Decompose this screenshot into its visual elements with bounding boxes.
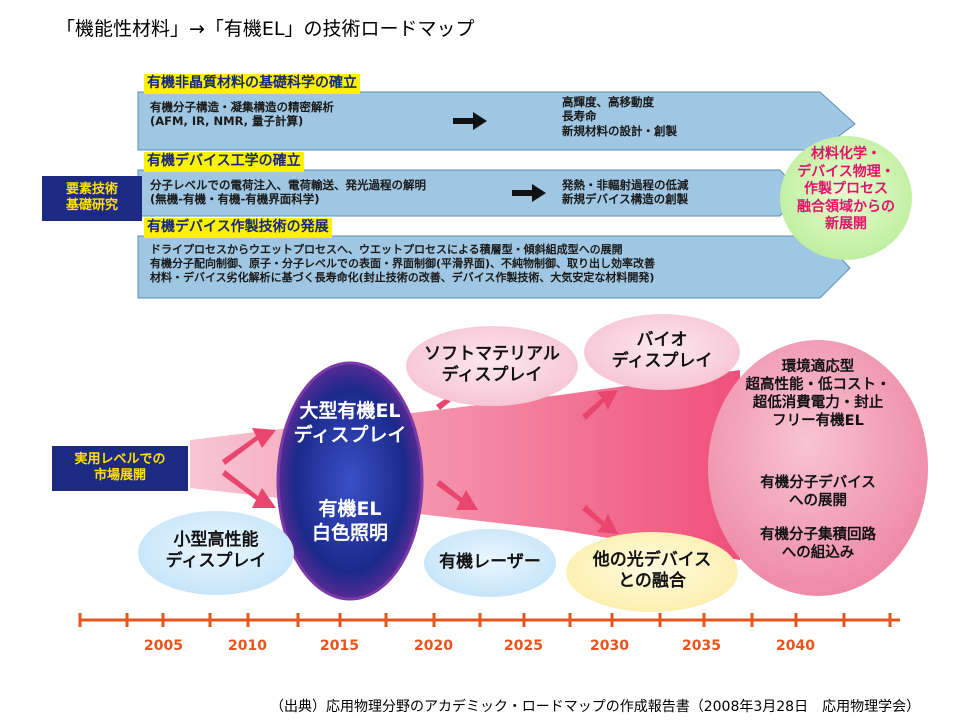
fusion-circle (780, 136, 912, 260)
bio-display-text: バイオ ディスプレイ (611, 330, 713, 372)
year-label: 2025 (504, 638, 543, 654)
band-3-arrow (137, 235, 851, 299)
market-beam (190, 370, 740, 560)
page-title: 「機能性材料」→「有機EL」の技術ロードマップ (56, 18, 475, 40)
timeline-ticks (78, 613, 892, 627)
oval-top-text: 大型有機EL ディスプレイ (293, 400, 407, 446)
organic-laser-text: 有機レーザー (439, 552, 541, 572)
band-3-text: ドライプロセスからウエットプロセスへ、ウエットプロセスによる積層型・傾斜組成型へ… (150, 243, 656, 284)
bio-display-bubble (584, 314, 740, 390)
oval-bottom-text: 有機EL 白色照明 (311, 498, 388, 544)
source-citation: （出典）応用物理分野のアカデミック・ロードマップの作成報告書（2008年3月28… (270, 699, 921, 715)
year-label: 2005 (144, 638, 183, 654)
year-label: 2035 (682, 638, 721, 654)
band-1-label: 有機非晶質材料の基礎科学の確立 (144, 74, 360, 94)
future-text-2: 有機分子デバイス への展開 (760, 475, 876, 510)
soft-material-bubble (406, 326, 578, 406)
market-box: 実用レベルでの 市場展開 (52, 446, 188, 491)
small-display-text: 小型高性能 ディスプレイ (165, 530, 267, 572)
element-tech-box: 要素技術 基礎研究 (42, 176, 142, 221)
year-label: 2040 (776, 638, 815, 654)
small-display-bubble (138, 511, 294, 595)
band-2-right-text: 発熱・非輻射過程の低減 新規デバイス構造の創製 (562, 178, 689, 207)
other-fusion-text: 他の光デバイス との融合 (592, 550, 712, 592)
year-label: 2015 (320, 638, 359, 654)
future-circle (708, 340, 928, 596)
band-1-left-text: 有機分子構造・凝集構造の精密解析 (AFM, IR, NMR, 量子計算) (150, 100, 334, 129)
arrow-right-icon (512, 184, 546, 202)
arrow-right-icon (453, 112, 487, 130)
year-label: 2010 (228, 638, 267, 654)
future-text-3: 有機分子集積回路 への組込み (760, 527, 876, 562)
fusion-circle-text: 材料化学・ デバイス物理・ 作製プロセス 融合領域からの 新展開 (797, 146, 895, 232)
band-1-right-text: 高輝度、高移動度 長寿命 新規材料の設計・創製 (562, 95, 677, 138)
band-3-label: 有機デバイス作製技術の発展 (144, 218, 332, 238)
soft-material-text: ソフトマテリアル ディスプレイ (424, 344, 560, 386)
organic-laser-bubble (424, 529, 556, 597)
band-2-left-text: 分子レベルでの電荷注入、電荷輸送、発光過程の解明 (無機‐有機・有機‐有機界面科… (150, 178, 426, 207)
other-fusion-bubble (566, 532, 738, 612)
future-text-1: 環境適応型 超高性能・低コスト・ 超低消費電力・封止 フリー有機EL (745, 359, 891, 430)
main-oval (276, 361, 424, 601)
year-label: 2030 (590, 638, 629, 654)
band-2-label: 有機デバイス工学の確立 (144, 152, 304, 172)
year-label: 2020 (414, 638, 453, 654)
